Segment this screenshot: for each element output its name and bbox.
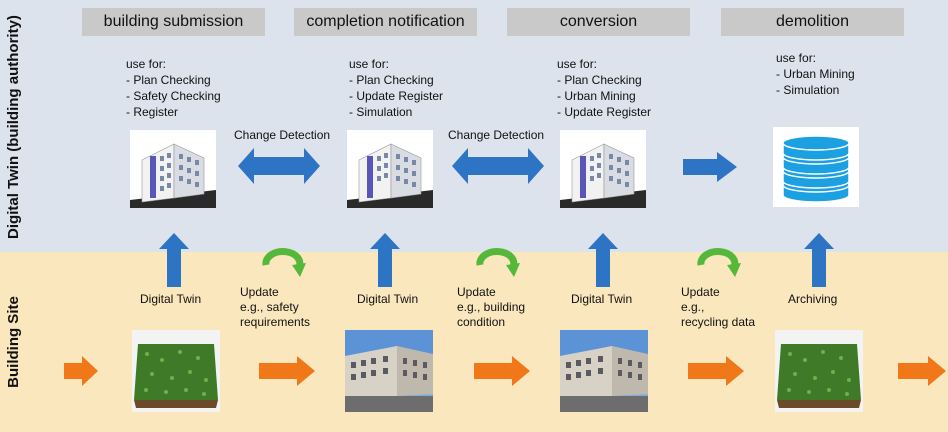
digital-twin-label-2: Digital Twin: [357, 292, 419, 306]
use-item: - Register: [126, 105, 179, 119]
use-list-conversion: use for: - Plan Checking - Urban Mining …: [557, 56, 651, 120]
use-item: - Plan Checking: [557, 73, 642, 87]
phase-header-completion-notification: completion notification: [294, 8, 477, 36]
update-label-2: Update e.g., building condition: [457, 285, 525, 330]
use-item: - Safety Checking: [126, 89, 221, 103]
update-cycle-icon-2: [476, 248, 520, 277]
update-example: e.g.,: [681, 300, 705, 314]
phase-header-building-submission: building submission: [82, 8, 265, 36]
use-list-title: use for:: [557, 57, 598, 71]
archiving-label: Archiving: [788, 292, 838, 306]
update-label-1: Update e.g., safety requirements: [240, 285, 310, 330]
up-arrow-4: [804, 233, 834, 287]
building-photo-image-2: [560, 330, 648, 412]
database-icon: [773, 127, 859, 207]
use-item: - Urban Mining: [557, 89, 636, 103]
change-detection-double-arrow-2: [452, 148, 544, 184]
building-site-side-label: Building Site: [5, 296, 22, 388]
archive-right-arrow: [683, 152, 737, 182]
building-photo-image-1: [345, 330, 433, 412]
use-item: - Update Register: [349, 89, 444, 103]
site-arrow-3: [688, 356, 744, 386]
building-model-image-3: [560, 130, 646, 208]
site-arrow-4: [898, 356, 946, 386]
building-model-image-2: [347, 130, 433, 208]
up-arrow-3: [588, 233, 618, 287]
update-detail: condition: [457, 315, 506, 329]
use-item: - Plan Checking: [349, 73, 434, 87]
use-item: - Update Register: [557, 105, 652, 119]
change-detection-label-2: Change Detection: [448, 128, 545, 142]
update-detail: recycling data: [681, 315, 756, 329]
update-example: e.g., building: [457, 300, 526, 314]
building-model-image-1: [130, 130, 216, 208]
use-item: - Plan Checking: [126, 73, 211, 87]
phase-header-conversion: conversion: [507, 8, 690, 36]
up-arrow-1: [159, 233, 189, 287]
digital-twin-side-label: Digital Twin (building authority): [5, 15, 22, 239]
digital-twin-label-3: Digital Twin: [571, 292, 633, 306]
update-title: Update: [240, 285, 279, 299]
change-detection-double-arrow-1: [238, 148, 320, 184]
use-list-title: use for:: [126, 57, 167, 71]
update-title: Update: [681, 285, 720, 299]
use-list-title: use for:: [776, 51, 817, 65]
up-arrow-2: [370, 233, 400, 287]
use-item: - Urban Mining: [776, 67, 855, 81]
site-arrow-2: [474, 356, 530, 386]
phase-header-demolition: demolition: [721, 8, 904, 36]
update-cycle-icon-3: [697, 248, 741, 277]
use-list-demolition: use for: - Urban Mining - Simulation: [776, 50, 855, 98]
digital-twin-label-1: Digital Twin: [140, 292, 202, 306]
use-item: - Simulation: [349, 105, 413, 119]
update-example: e.g., safety: [240, 300, 299, 314]
change-detection-label-1: Change Detection: [234, 128, 331, 142]
site-arrow-1: [259, 356, 315, 386]
digital-twin-band: [0, 0, 948, 252]
use-list-completion-notification: use for: - Plan Checking - Update Regist…: [349, 56, 443, 120]
use-list-building-submission: use for: - Plan Checking - Safety Checki…: [126, 56, 221, 120]
update-cycle-icon-1: [262, 248, 306, 277]
grass-plot-image-2: [775, 330, 863, 412]
update-label-3: Update e.g., recycling data: [681, 285, 755, 330]
use-list-title: use for:: [349, 57, 390, 71]
update-detail: requirements: [240, 315, 311, 329]
update-title: Update: [457, 285, 496, 299]
grass-plot-image-1: [132, 330, 220, 412]
site-arrow-0: [64, 356, 98, 386]
use-item: - Simulation: [776, 83, 840, 97]
